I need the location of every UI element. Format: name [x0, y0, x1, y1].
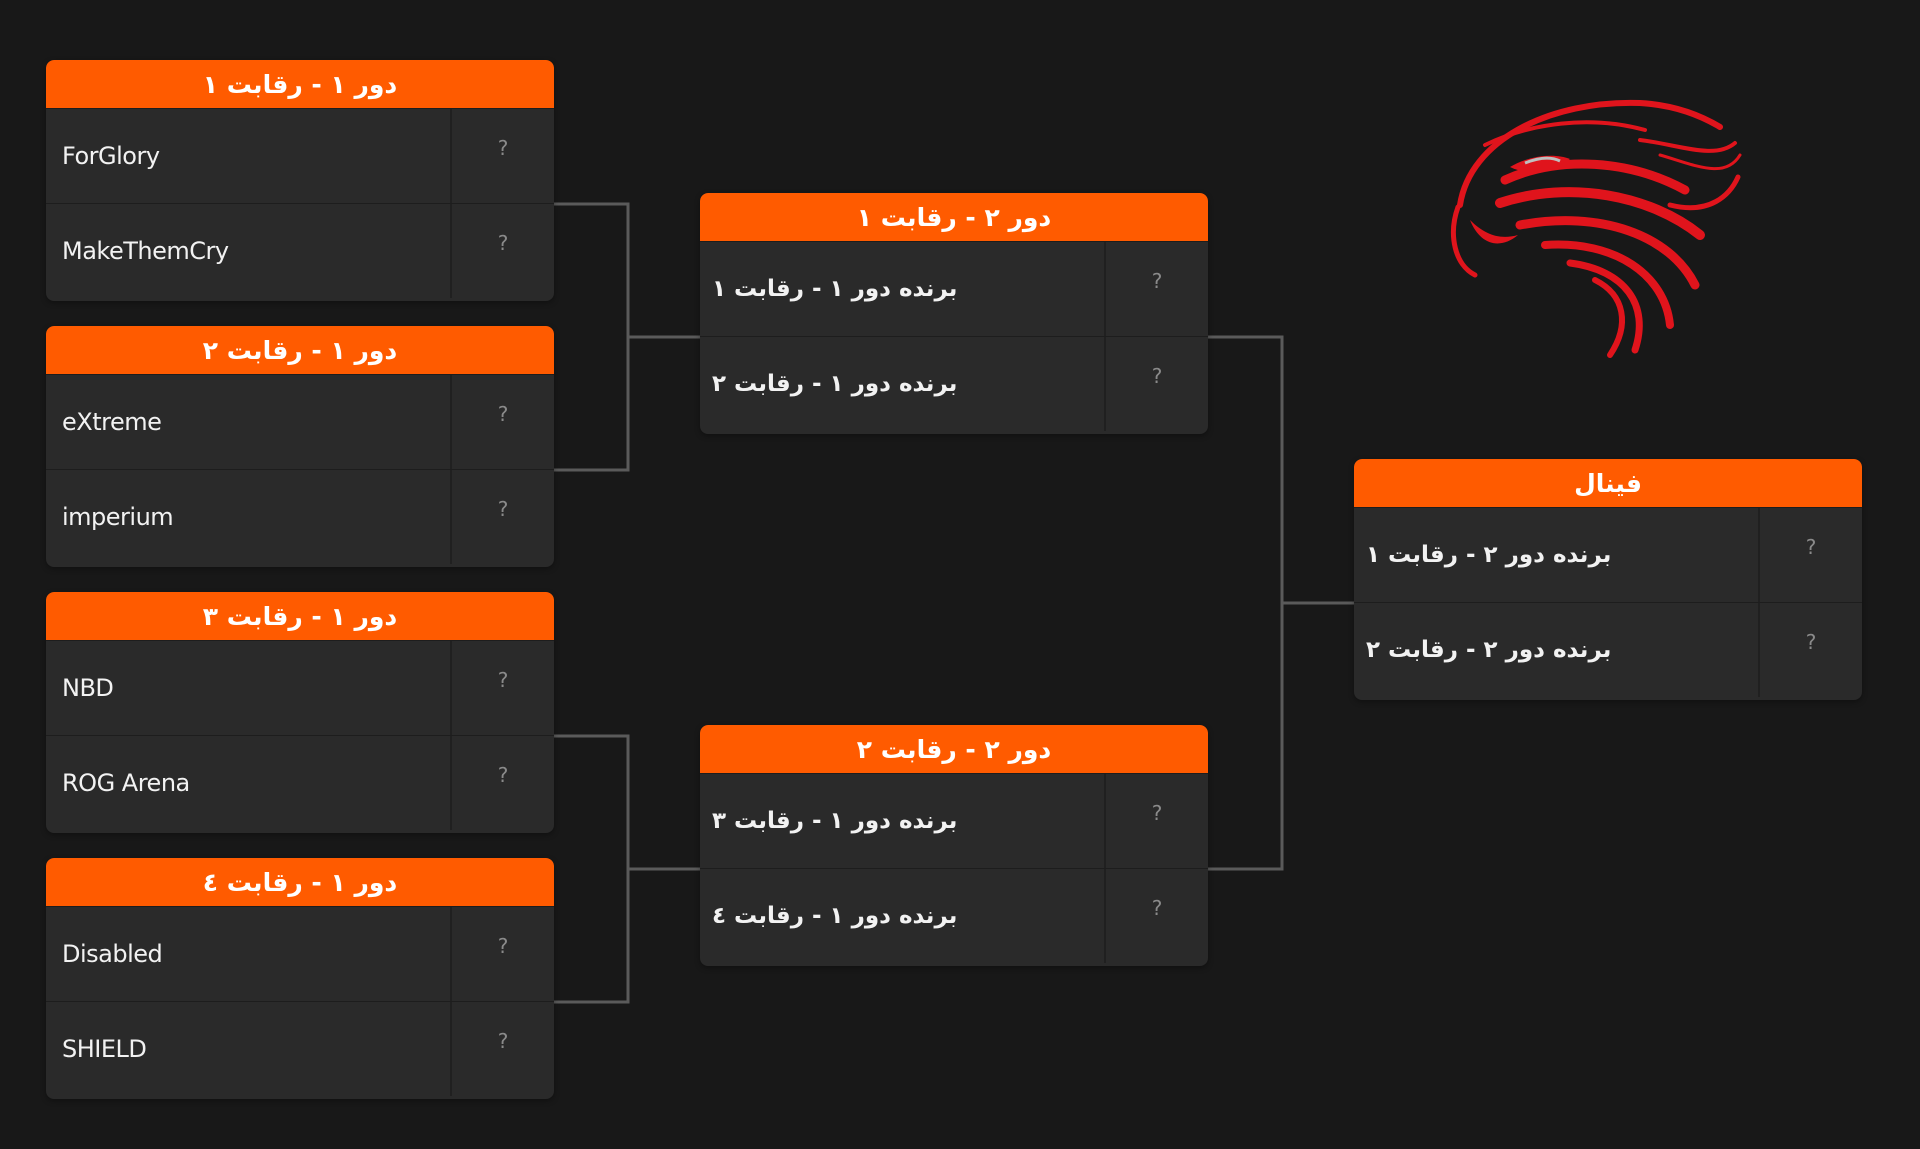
team-score: ? — [1758, 508, 1862, 602]
match-row[interactable]: imperium ? — [46, 469, 554, 564]
team-score: ? — [450, 375, 554, 469]
team-score: ? — [1104, 242, 1208, 336]
team-score: ? — [450, 204, 554, 298]
team-score: ? — [450, 641, 554, 735]
match-row[interactable]: برنده دور ۲ - رقابت ۱ ? — [1354, 507, 1862, 602]
team-name: SHIELD — [62, 1035, 147, 1063]
team-score: ? — [450, 470, 554, 564]
team-score: ? — [1104, 337, 1208, 431]
connector-r2-to-final — [1208, 335, 1354, 871]
team-name: برنده دور ۱ - رقابت ۱ — [712, 276, 958, 302]
team-score: ? — [1758, 603, 1862, 697]
match-row[interactable]: NBD ? — [46, 640, 554, 735]
match-title: دور ۱ - رقابت ۲ — [46, 326, 554, 374]
eagle-icon — [1450, 99, 1742, 358]
match-title: فینال — [1354, 459, 1862, 507]
match-title: دور ۲ - رقابت ۱ — [700, 193, 1208, 241]
match-row[interactable]: Disabled ? — [46, 906, 554, 1001]
team-score: ? — [450, 109, 554, 203]
match-title: دور ۲ - رقابت ۲ — [700, 725, 1208, 773]
team-name: eXtreme — [62, 408, 162, 436]
team-name: برنده دور ۲ - رقابت ۱ — [1366, 542, 1612, 568]
team-name: ForGlory — [62, 142, 160, 170]
match-row[interactable]: برنده دور ۱ - رقابت ۳ ? — [700, 773, 1208, 868]
connector-r1-m1-m2-to-r2-m1 — [553, 202, 700, 472]
match-row[interactable]: SHIELD ? — [46, 1001, 554, 1096]
match-round2-1: دور ۲ - رقابت ۱ برنده دور ۱ - رقابت ۱ ? … — [700, 193, 1208, 434]
team-score: ? — [450, 1002, 554, 1096]
match-title: دور ۱ - رقابت ۳ — [46, 592, 554, 640]
match-round2-2: دور ۲ - رقابت ۲ برنده دور ۱ - رقابت ۳ ? … — [700, 725, 1208, 966]
connector-r1-m3-m4-to-r2-m2 — [553, 734, 700, 1004]
team-score: ? — [450, 907, 554, 1001]
match-row[interactable]: برنده دور ۲ - رقابت ۲ ? — [1354, 602, 1862, 697]
match-row[interactable]: ROG Arena ? — [46, 735, 554, 830]
match-final: فینال برنده دور ۲ - رقابت ۱ ? برنده دور … — [1354, 459, 1862, 700]
team-name: imperium — [62, 503, 174, 531]
team-name: ROG Arena — [62, 769, 190, 797]
match-row[interactable]: برنده دور ۱ - رقابت ٤ ? — [700, 868, 1208, 963]
team-name: Disabled — [62, 940, 163, 968]
team-name: برنده دور ۱ - رقابت ٤ — [712, 903, 958, 929]
team-name: MakeThemCry — [62, 237, 229, 265]
match-row[interactable]: eXtreme ? — [46, 374, 554, 469]
team-name: برنده دور ۱ - رقابت ۳ — [712, 808, 958, 834]
match-row[interactable]: برنده دور ۱ - رقابت ۲ ? — [700, 336, 1208, 431]
match-title: دور ۱ - رقابت ۱ — [46, 60, 554, 108]
team-score: ? — [1104, 869, 1208, 963]
match-row[interactable]: MakeThemCry ? — [46, 203, 554, 298]
match-title: دور ۱ - رقابت ٤ — [46, 858, 554, 906]
match-row[interactable]: برنده دور ۱ - رقابت ۱ ? — [700, 241, 1208, 336]
match-round1-2: دور ۱ - رقابت ۲ eXtreme ? imperium ? — [46, 326, 554, 567]
match-row[interactable]: ForGlory ? — [46, 108, 554, 203]
match-round1-1: دور ۱ - رقابت ۱ ForGlory ? MakeThemCry ? — [46, 60, 554, 301]
team-score: ? — [450, 736, 554, 830]
team-score: ? — [1104, 774, 1208, 868]
team-name: برنده دور ۲ - رقابت ۲ — [1366, 637, 1612, 663]
match-round1-3: دور ۱ - رقابت ۳ NBD ? ROG Arena ? — [46, 592, 554, 833]
team-name: برنده دور ۱ - رقابت ۲ — [712, 371, 958, 397]
match-round1-4: دور ۱ - رقابت ٤ Disabled ? SHIELD ? — [46, 858, 554, 1099]
team-name: NBD — [62, 674, 114, 702]
